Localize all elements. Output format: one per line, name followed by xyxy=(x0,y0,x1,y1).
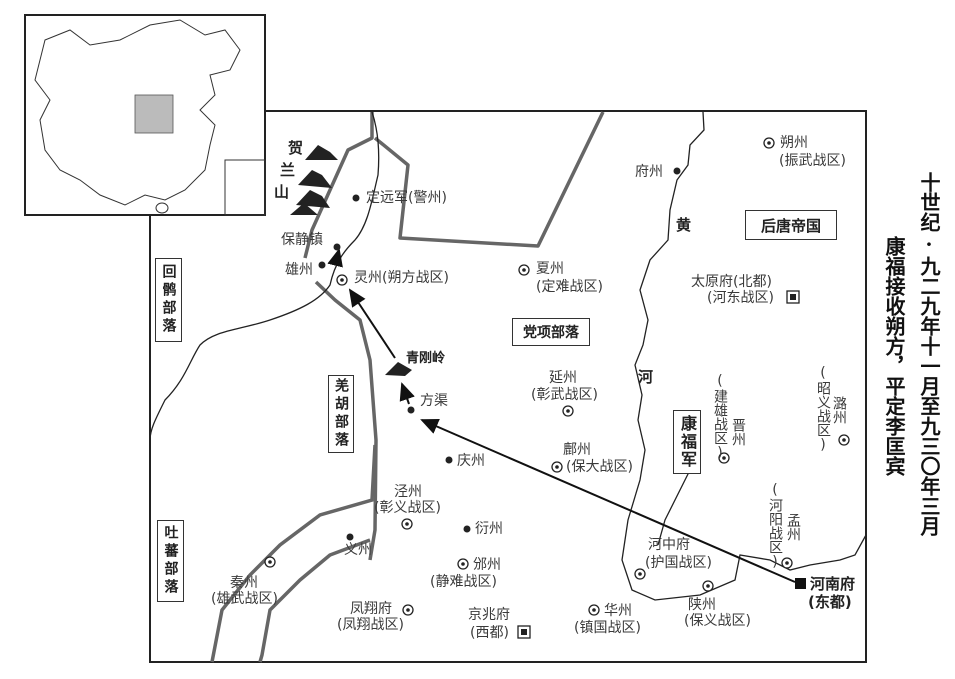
place-jinzhou: 晋州 xyxy=(730,418,746,446)
place-jingzhao: 京兆府 xyxy=(468,607,510,623)
place-xiongzhou: 雄州 xyxy=(285,262,313,278)
place-hezhong-district: (护国战区) xyxy=(645,555,712,571)
place-luzhou-district: (昭义战区) xyxy=(815,365,831,453)
region-huihu: 回鹘部落 xyxy=(155,258,182,342)
place-jingzhou: 泾州 xyxy=(394,484,422,500)
map-title: 十世纪·九二九年十一月至九三〇年三月 xyxy=(917,172,941,536)
yellow-river xyxy=(621,111,867,601)
place-xiazhou-district: (定难战区) xyxy=(536,279,603,295)
place-huazhou-district: (镇国战区) xyxy=(574,620,641,636)
place-jingzhao-district: (西都) xyxy=(470,625,509,641)
place-shanzhou: 陕州 xyxy=(688,597,716,613)
place-taiyuan-district: (河东战区) xyxy=(707,290,774,306)
borders xyxy=(258,111,605,663)
place-jingzhou-district: (彰义战区) xyxy=(374,500,441,516)
place-luzhou: 潞州 xyxy=(831,396,847,424)
place-shuozhou: 朔州 xyxy=(780,135,808,151)
place-qinzhou-district: (雄武战区) xyxy=(211,591,278,607)
place-henan-district: (东都) xyxy=(808,593,852,611)
place-fengxiang: 凤翔府 xyxy=(350,601,392,617)
mountain-icon xyxy=(290,145,412,376)
place-shuozhou-district: (振武战区) xyxy=(779,153,846,169)
place-yanzhou-district: (彰武战区) xyxy=(531,387,598,403)
yellow-river-label-1: 黄 xyxy=(676,216,692,234)
map-subtitle: 康福接收朔方，平定李匡宾 xyxy=(882,236,906,476)
place-xiazhou: 夏州 xyxy=(536,261,564,277)
inset-china-map xyxy=(24,14,266,216)
place-fangqu: 方渠 xyxy=(420,393,448,409)
place-yanzhou2: 衍州 xyxy=(475,521,503,537)
place-mengzhou: 孟州 xyxy=(785,513,801,541)
place-qingzhou: 庆州 xyxy=(457,453,485,469)
place-jinzhou-district: (建雄战区) xyxy=(712,373,728,461)
capital-markers xyxy=(517,290,806,639)
yellow-river-label-2: 河 xyxy=(638,368,654,386)
place-fuzhou: 府州 xyxy=(635,164,663,180)
place-mengzhou-district: (河阳战区) xyxy=(767,482,783,570)
place-binzhou-district: (静难战区) xyxy=(430,574,497,590)
qinggangling-label: 青刚岭 xyxy=(406,351,446,366)
place-fengxiang-district: (凤翔战区) xyxy=(337,617,404,633)
kangfu-army-label: 康福军 xyxy=(673,410,701,474)
place-fuzhou-shaanbei-district: (保大战区) xyxy=(566,459,633,475)
place-henan: 河南府 xyxy=(810,575,856,593)
place-baojingzhen: 保静镇 xyxy=(281,232,323,248)
map-frame xyxy=(149,110,867,663)
place-shanzhou-district: (保义战区) xyxy=(684,613,751,629)
town-markers xyxy=(318,167,681,541)
border-west xyxy=(210,444,377,663)
place-taiyuan: 太原府(北都) xyxy=(691,274,772,290)
march-route xyxy=(327,248,796,583)
helan-mountain-label-1: 贺 xyxy=(288,139,304,157)
helan-mountain-label-2: 兰 xyxy=(280,161,296,179)
place-qinzhou: 秦州 xyxy=(230,575,258,591)
helan-mountain-label-3: 山 xyxy=(274,183,290,201)
place-yizhou: 义州 xyxy=(344,542,372,558)
place-fuzhou-shaanbei: 鄜州 xyxy=(563,442,591,458)
place-hezhong: 河中府 xyxy=(648,537,690,553)
place-lingzhou: 灵州(朔方战区) xyxy=(354,270,449,286)
region-tubo: 吐蕃部落 xyxy=(157,520,184,602)
region-qianghu: 羌胡部落 xyxy=(328,375,354,453)
place-dingyuanjun: 定远军(警州) xyxy=(366,190,447,206)
place-binzhou: 邠州 xyxy=(473,557,501,573)
place-yanzhou: 延州 xyxy=(549,370,577,386)
region-dangxiang: 党项部落 xyxy=(512,318,590,346)
region-later-tang: 后唐帝国 xyxy=(745,210,837,240)
place-huazhou: 华州 xyxy=(604,603,632,619)
